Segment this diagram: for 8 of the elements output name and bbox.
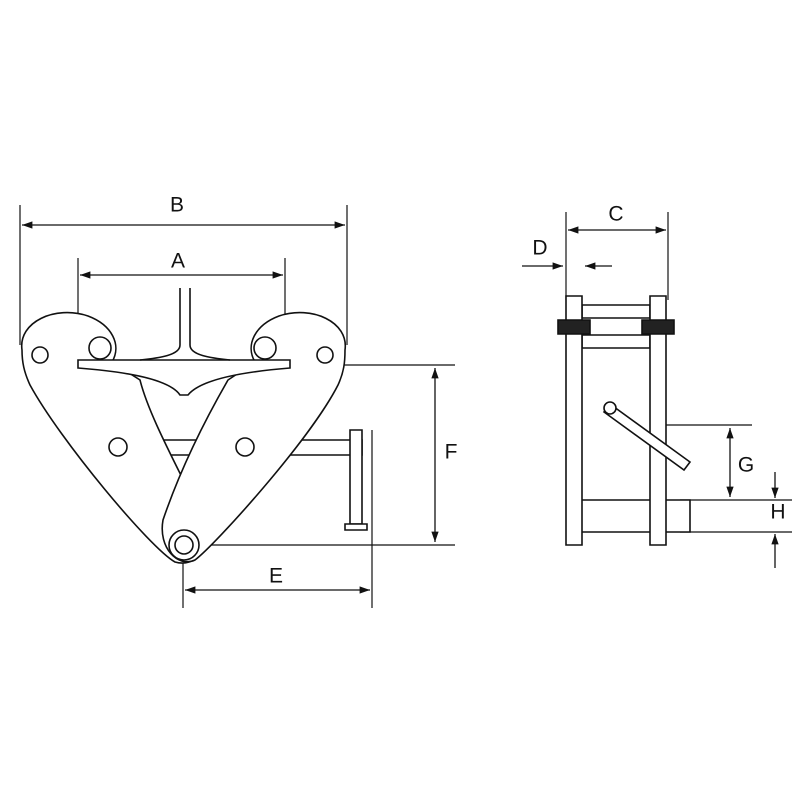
dimension-label: C xyxy=(608,204,624,224)
dimension-label: F xyxy=(444,442,458,462)
dimension-label: G xyxy=(738,454,754,476)
dimension-label: B xyxy=(170,194,184,216)
dimension-label: E xyxy=(269,566,283,586)
dimension-label: A xyxy=(171,250,185,272)
dimension-label: H xyxy=(770,502,786,522)
dimension-label: D xyxy=(532,238,548,258)
